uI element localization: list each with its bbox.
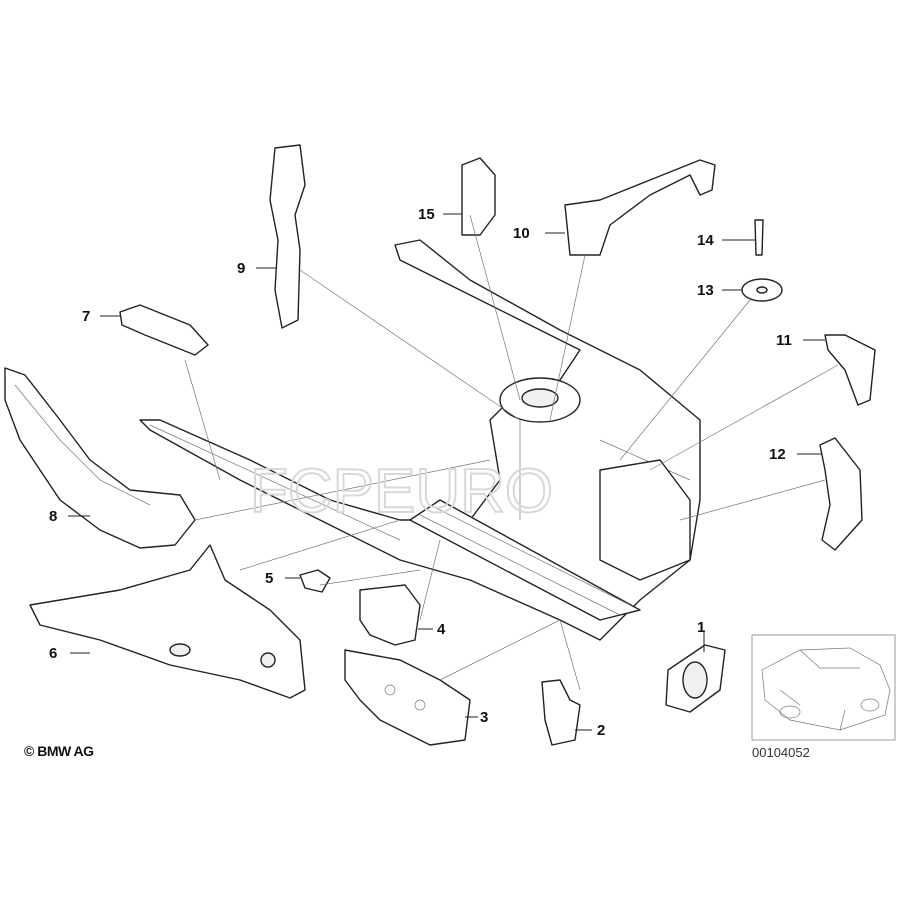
part-9 bbox=[256, 144, 306, 329]
callout-11: 11 bbox=[776, 332, 792, 349]
vehicle-thumbnail bbox=[751, 634, 896, 741]
part-3 bbox=[344, 649, 478, 746]
watermark: FCPEURO bbox=[250, 457, 553, 526]
callout-1: 1 bbox=[697, 619, 705, 636]
part-6 bbox=[29, 544, 306, 699]
part-10 bbox=[545, 159, 716, 256]
part-2 bbox=[541, 679, 592, 746]
callout-14: 14 bbox=[697, 232, 714, 249]
callout-4: 4 bbox=[437, 621, 446, 638]
callout-8: 8 bbox=[49, 508, 57, 525]
callout-3: 3 bbox=[480, 709, 488, 726]
part-11 bbox=[803, 334, 876, 406]
callout-labels: 1 2 3 4 5 6 7 8 9 10 11 12 13 14 15 bbox=[49, 206, 792, 739]
part-7 bbox=[100, 304, 209, 356]
part-1 bbox=[665, 632, 726, 713]
copyright-text: © BMW AG bbox=[24, 743, 94, 759]
callout-10: 10 bbox=[513, 225, 530, 242]
callout-15: 15 bbox=[418, 206, 435, 223]
part-12 bbox=[797, 437, 863, 551]
callout-6: 6 bbox=[49, 645, 57, 662]
reference-lines bbox=[184, 214, 839, 691]
front-structure-assembly bbox=[139, 239, 701, 641]
part-13 bbox=[722, 278, 783, 302]
callout-2: 2 bbox=[597, 722, 605, 739]
part-5 bbox=[285, 569, 331, 593]
part-15 bbox=[443, 157, 496, 236]
part-8 bbox=[4, 367, 196, 549]
part-4 bbox=[359, 584, 433, 646]
callout-9: 9 bbox=[237, 260, 245, 277]
callout-12: 12 bbox=[769, 446, 786, 463]
callout-13: 13 bbox=[697, 282, 714, 299]
diagram-code: 00104052 bbox=[752, 745, 810, 760]
callout-7: 7 bbox=[82, 308, 90, 325]
callout-5: 5 bbox=[265, 570, 273, 587]
part-14 bbox=[722, 219, 764, 256]
